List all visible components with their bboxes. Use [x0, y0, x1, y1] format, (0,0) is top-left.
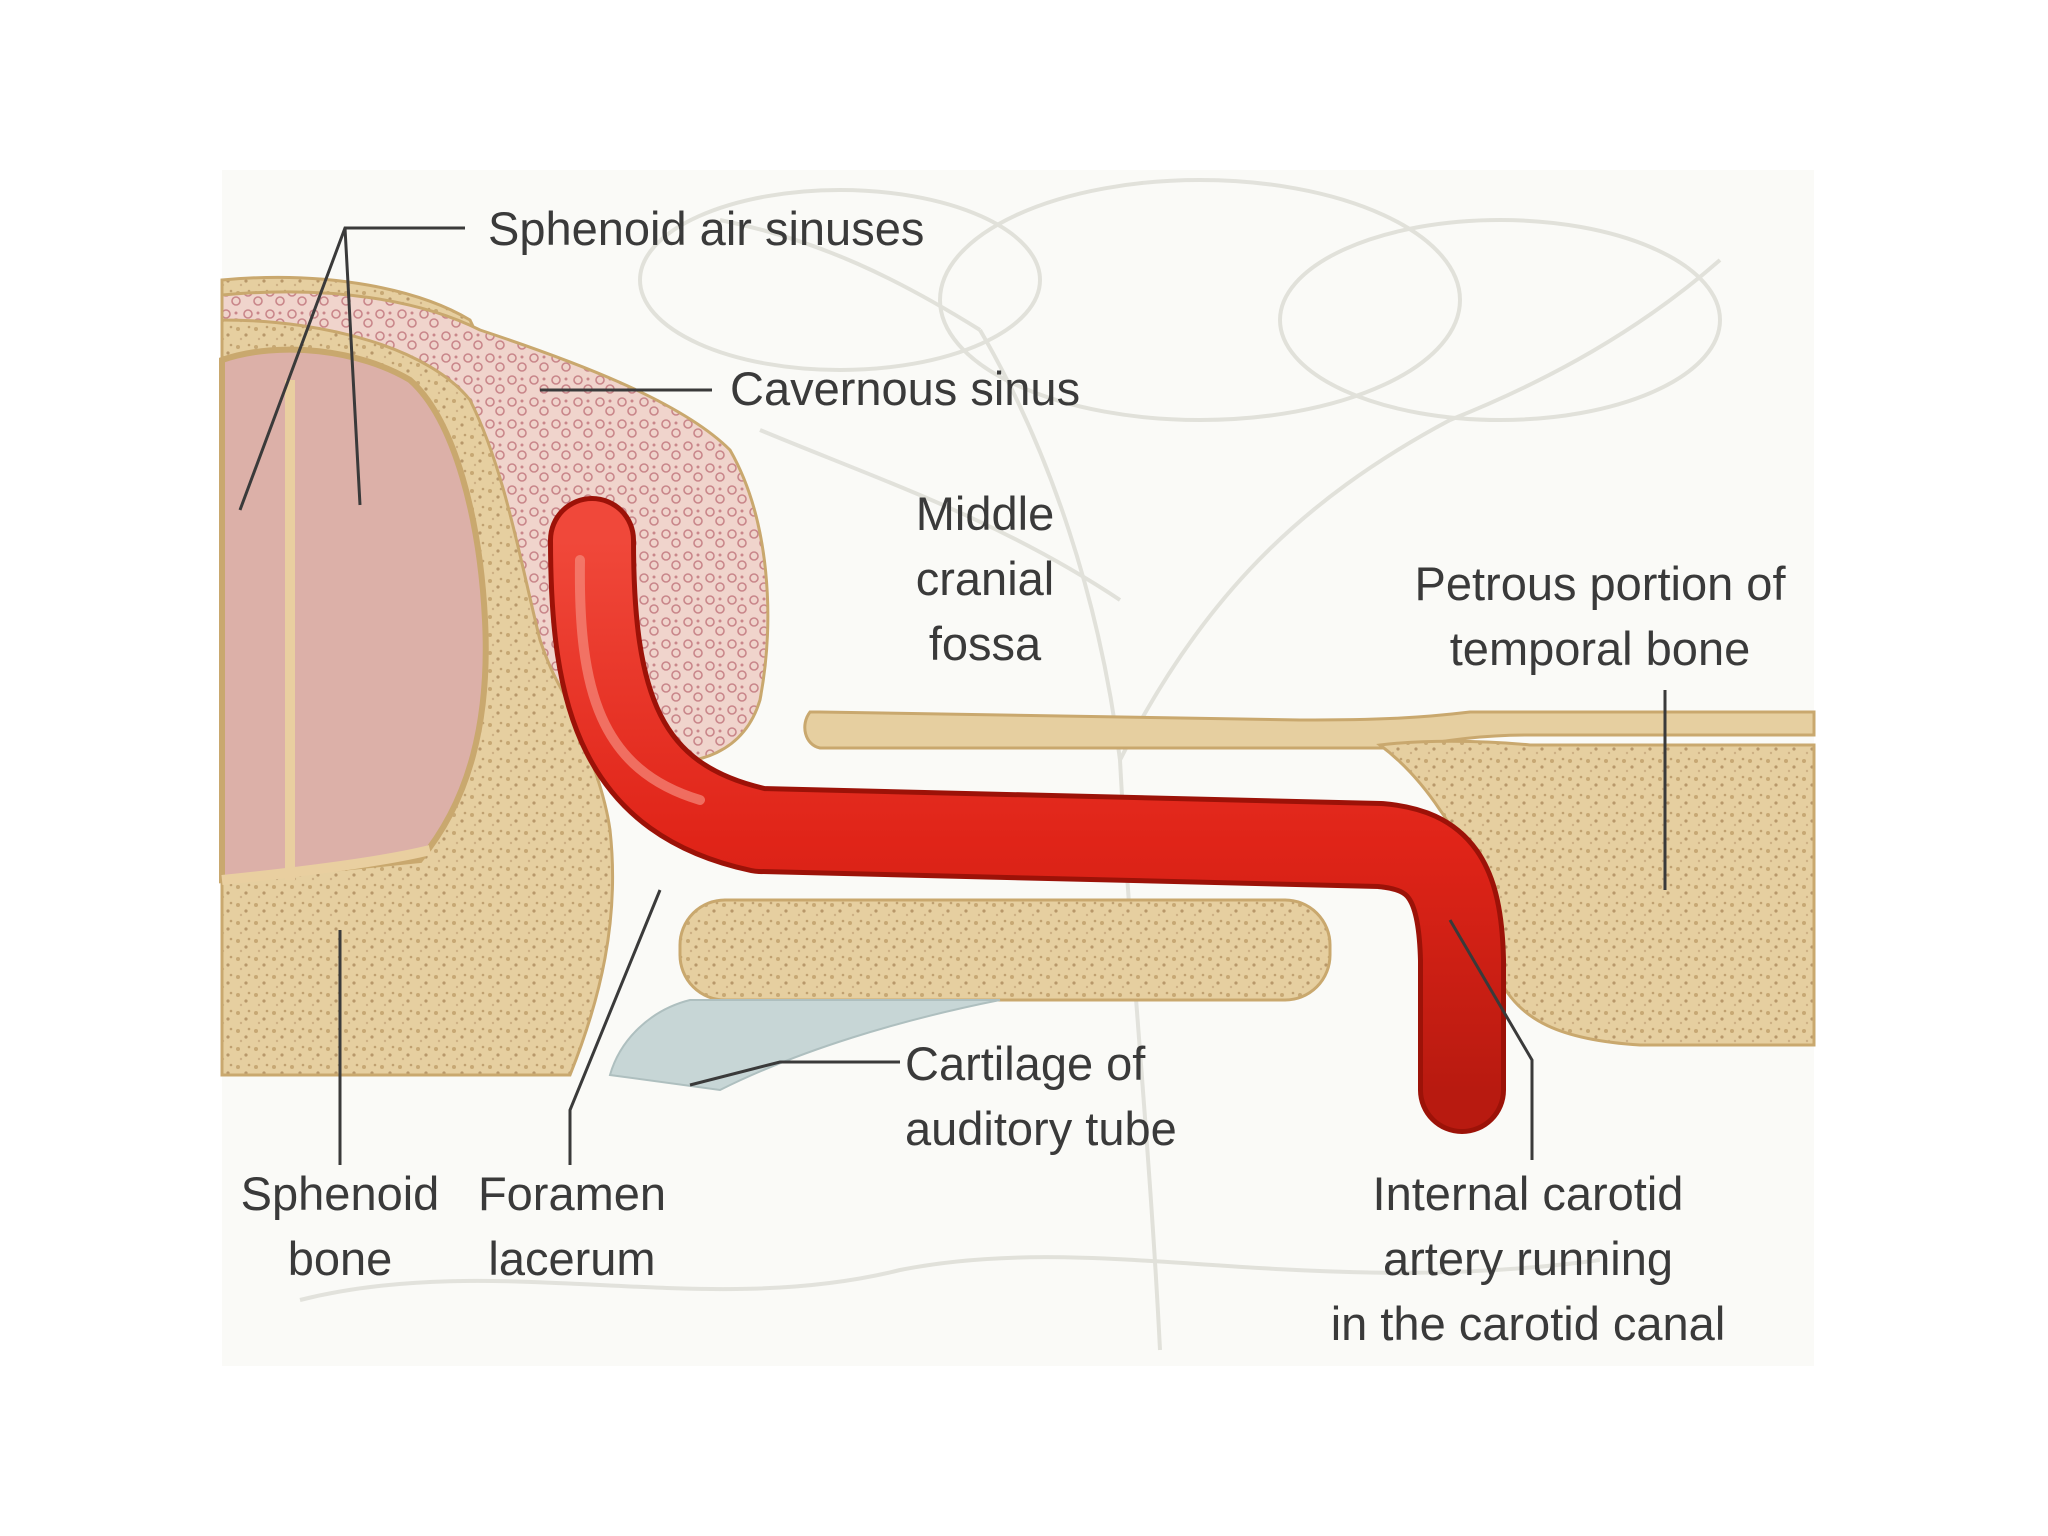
artery-highlight: [574, 555, 705, 805]
leader-lines: [238, 226, 1667, 1165]
label-middle-cranial-fossa-3: fossa: [929, 617, 1042, 670]
label-internal-carotid-3: in the carotid canal: [1331, 1297, 1726, 1350]
leader-foramen-lacerum: [568, 889, 662, 1165]
lower-bone-slab: [678, 898, 1332, 1002]
label-foramen-lacerum-1: Foramen: [478, 1167, 666, 1220]
label-sphenoid-air-sinuses: Sphenoid air sinuses: [488, 202, 924, 255]
label-sphenoid-bone-2: bone: [288, 1232, 393, 1285]
label-petrous-2: temporal bone: [1450, 622, 1750, 675]
label-petrous-1: Petrous portion of: [1415, 557, 1787, 610]
label-middle-cranial-fossa-2: cranial: [916, 552, 1054, 605]
leader-internal-carotid: [1448, 919, 1534, 1160]
label-internal-carotid-2: artery running: [1383, 1232, 1673, 1285]
sinus-septum-curve: [221, 845, 432, 885]
internal-carotid-artery-fill: [553, 501, 1501, 1129]
leader-sphenoid-air-sinuses: [238, 226, 465, 511]
petrous-temporal-bone: [1376, 739, 1816, 1047]
label-sphenoid-bone-1: Sphenoid: [241, 1167, 440, 1220]
label-internal-carotid-1: Internal carotid: [1373, 1167, 1684, 1220]
label-middle-cranial-fossa-1: Middle: [916, 487, 1054, 540]
sphenoid-air-sinus: [219, 346, 489, 884]
leader-cartilage: [689, 1060, 900, 1087]
watermark-tree: [299, 178, 1722, 1351]
auditory-tube-cartilage: [608, 999, 1001, 1092]
label-foramen-lacerum-2: lacerum: [488, 1232, 655, 1285]
label-cavernous-sinus: Cavernous sinus: [730, 362, 1080, 415]
label-cartilage-1: Cartilage of: [905, 1037, 1146, 1090]
middle-cranial-fossa-floor: [803, 710, 1816, 750]
label-cartilage-2: auditory tube: [905, 1102, 1177, 1155]
